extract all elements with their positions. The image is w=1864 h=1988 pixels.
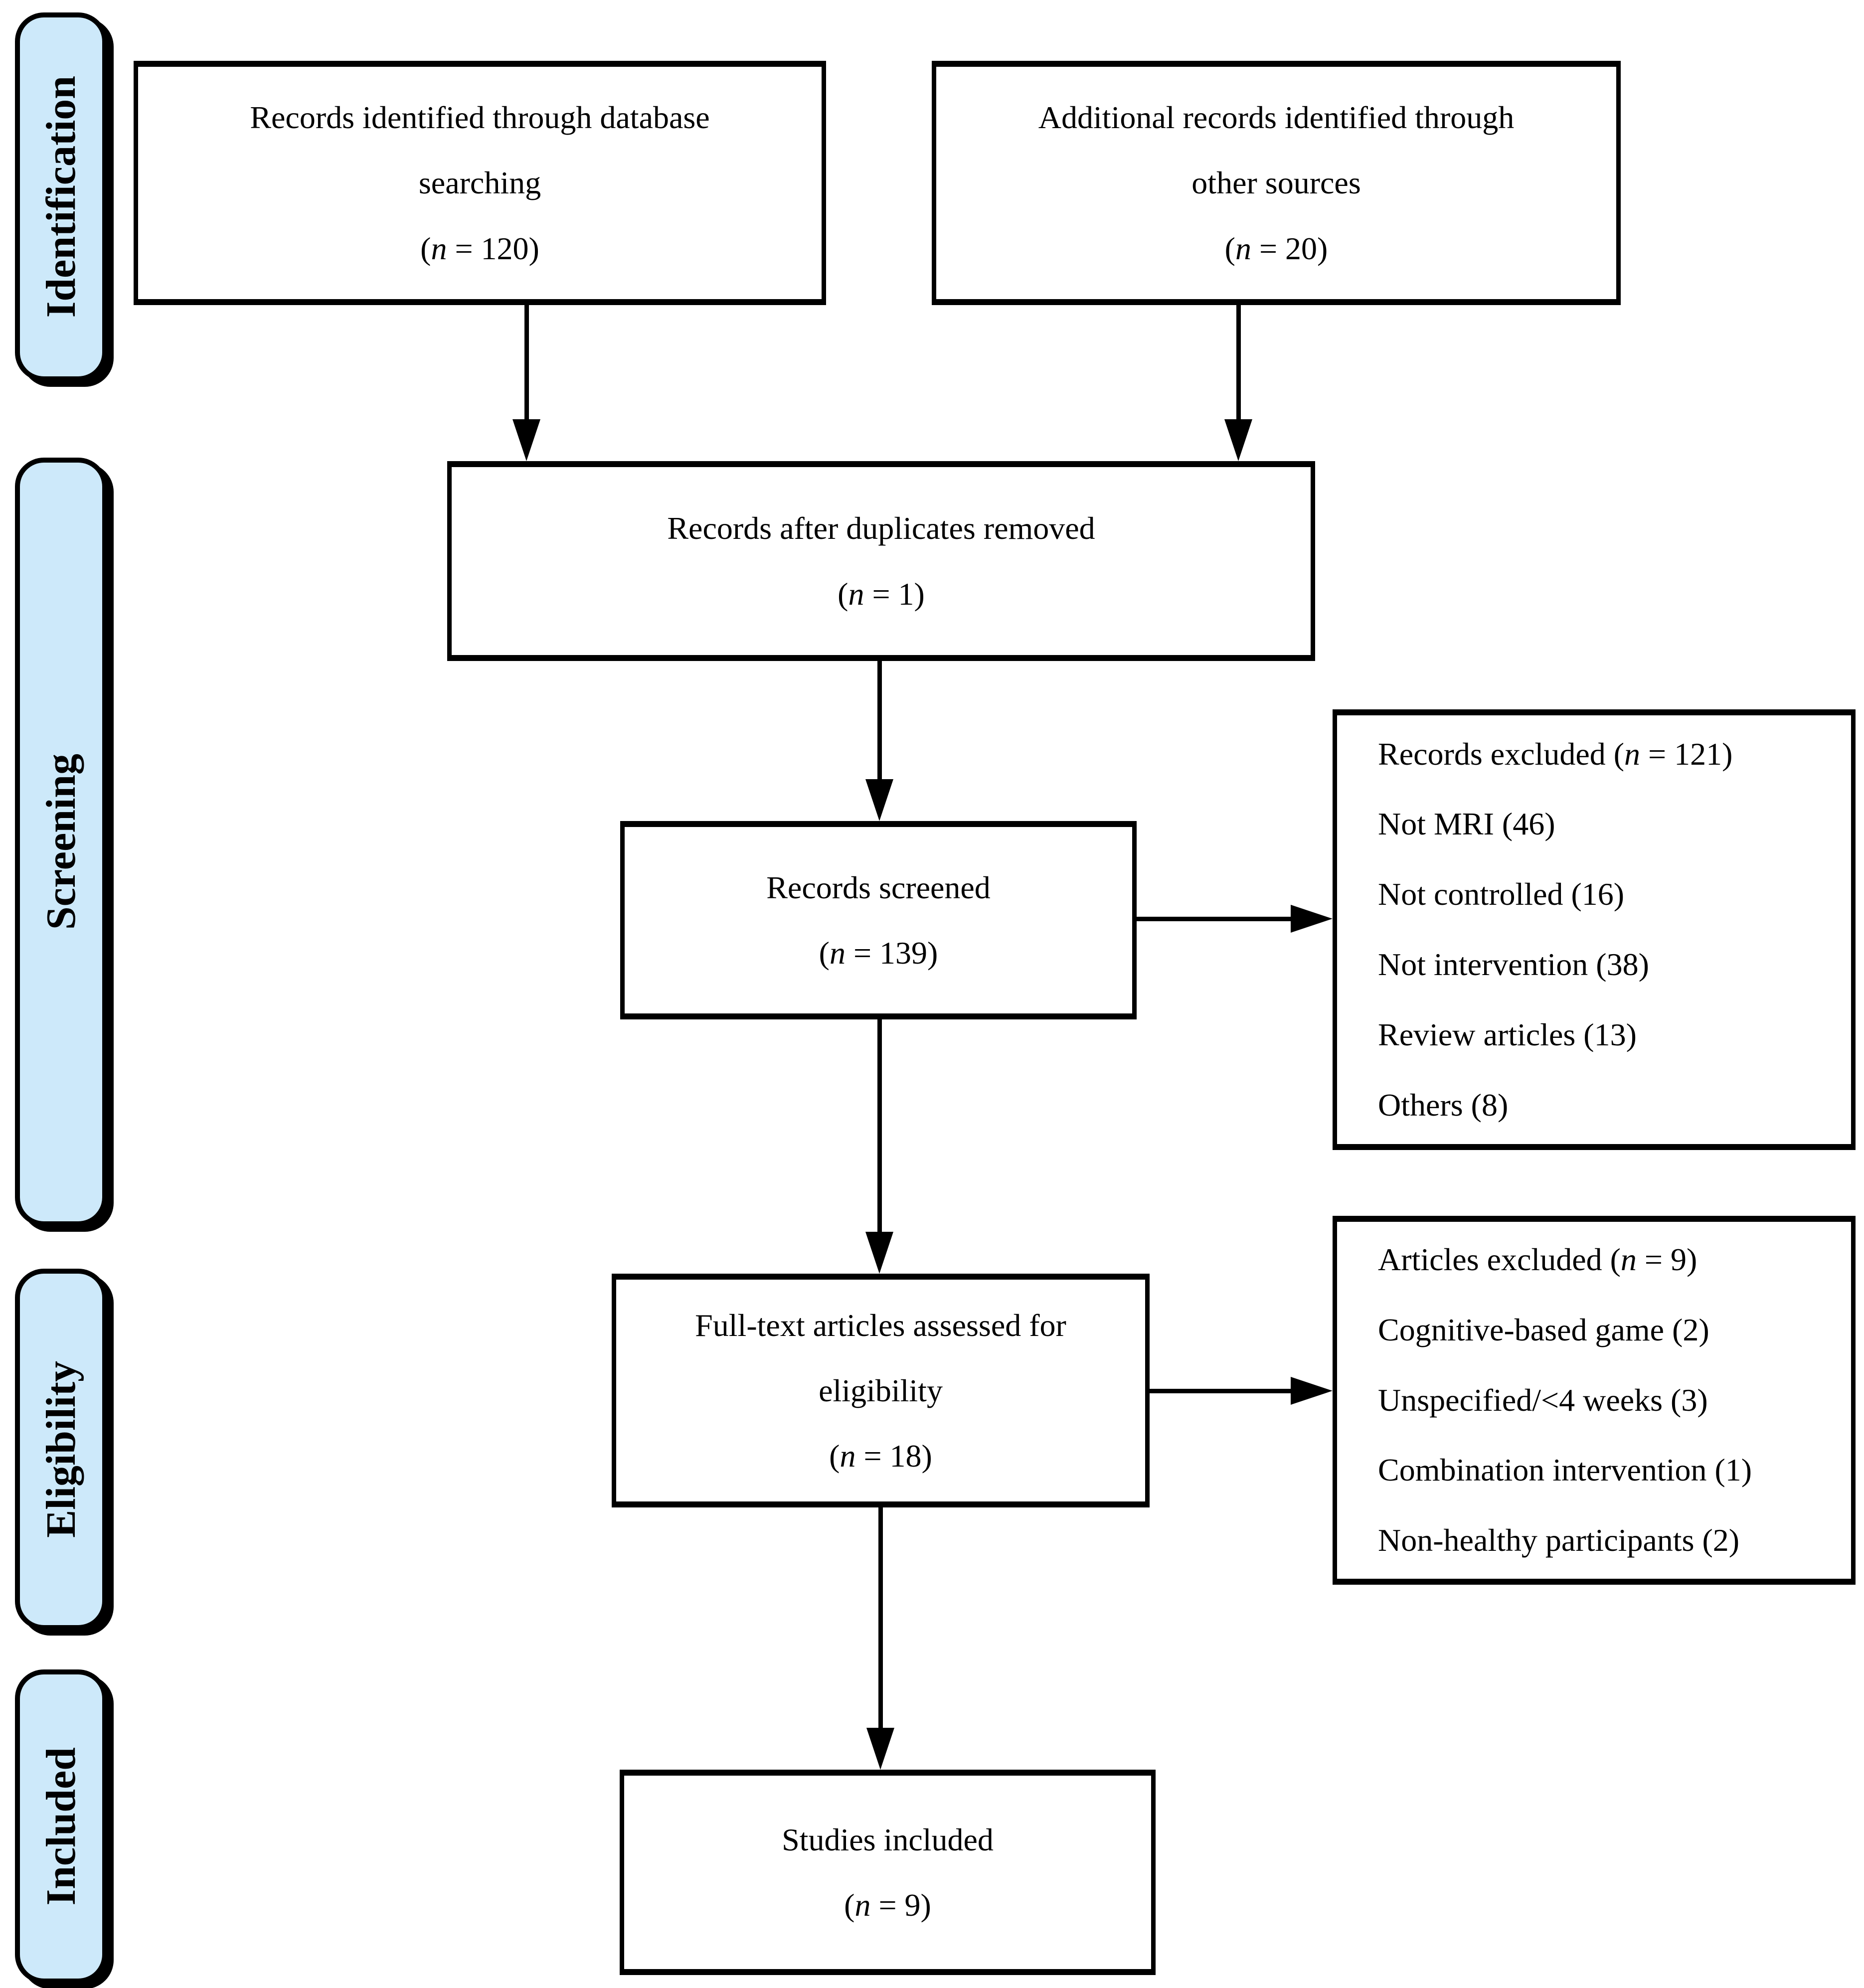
count-variable: n bbox=[431, 230, 447, 266]
count-variable: n bbox=[1624, 736, 1641, 772]
arrowhead-down-icon bbox=[865, 1232, 893, 1274]
box-text-line: Full-text articles assessed for bbox=[695, 1307, 1066, 1343]
box-count: (n = 139) bbox=[819, 920, 938, 986]
box-additional-records: Additional records identified through ot… bbox=[932, 61, 1621, 305]
count-prefix: ( bbox=[420, 230, 431, 266]
box-articles-excluded: Articles excluded (n = 9) Cognitive-base… bbox=[1333, 1216, 1856, 1585]
arrowhead-right-icon bbox=[1291, 1377, 1333, 1405]
excluded-heading: Records excluded (n = 121) bbox=[1378, 719, 1851, 790]
box-count: (n = 9) bbox=[844, 1872, 931, 1938]
arrow-fulltext-to-excluded bbox=[1150, 1389, 1294, 1393]
count-value: = 20) bbox=[1251, 230, 1328, 266]
count-value: = 120) bbox=[447, 230, 539, 266]
excluded-reason: Not controlled (16) bbox=[1378, 876, 1625, 912]
box-text-line: eligibility bbox=[819, 1372, 943, 1408]
arrowhead-down-icon bbox=[512, 419, 540, 461]
stage-label-eligibility: Eligibility bbox=[15, 1269, 107, 1630]
box-text-line: Records screened bbox=[766, 869, 991, 905]
arrow-additional-to-deduped bbox=[1236, 305, 1241, 423]
excluded-reason: Unspecified/<4 weeks (3) bbox=[1378, 1382, 1708, 1418]
box-text-line: other sources bbox=[1191, 165, 1361, 201]
excluded-heading: Articles excluded (n = 9) bbox=[1378, 1225, 1851, 1295]
stage-label-included: Included bbox=[15, 1669, 107, 1984]
count-prefix: ( bbox=[838, 576, 848, 612]
arrowhead-right-icon bbox=[1291, 905, 1333, 933]
excluded-reason: Not intervention (38) bbox=[1378, 947, 1649, 982]
count-prefix: ( bbox=[829, 1438, 840, 1474]
arrow-screened-to-fulltext bbox=[877, 1019, 882, 1234]
arrow-identified-to-deduped bbox=[524, 305, 529, 423]
box-count: (n = 18) bbox=[829, 1423, 932, 1489]
stage-label-text: Included bbox=[38, 1747, 84, 1906]
box-fulltext-assessed: Full-text articles assessed for eligibil… bbox=[612, 1274, 1150, 1507]
excluded-reason: Others (8) bbox=[1378, 1087, 1509, 1123]
count-variable: n bbox=[1620, 1242, 1637, 1277]
box-records-identified: Records identified through database sear… bbox=[134, 61, 826, 305]
stage-label-text: Screening bbox=[38, 754, 84, 930]
arrow-fulltext-to-included bbox=[878, 1507, 883, 1730]
box-records-excluded: Records excluded (n = 121) Not MRI (46) … bbox=[1333, 709, 1856, 1150]
stage-label-text: Eligibility bbox=[38, 1361, 84, 1538]
box-count: (n = 20) bbox=[1225, 216, 1328, 281]
arrow-screened-to-excluded bbox=[1137, 917, 1294, 921]
excluded-head-text: Articles excluded ( bbox=[1378, 1242, 1621, 1277]
box-studies-included: Studies included (n = 9) bbox=[620, 1770, 1156, 1975]
excluded-head-text: Records excluded ( bbox=[1378, 736, 1625, 772]
stage-label-screening: Screening bbox=[15, 458, 107, 1226]
excluded-reason: Cognitive-based game (2) bbox=[1378, 1312, 1709, 1347]
excluded-reason: Review articles (13) bbox=[1378, 1016, 1637, 1052]
count-prefix: ( bbox=[844, 1887, 855, 1923]
count-variable: n bbox=[1235, 230, 1251, 266]
count-variable: n bbox=[840, 1438, 856, 1474]
count-value: = 9) bbox=[1636, 1242, 1697, 1277]
excluded-reason: Combination intervention (1) bbox=[1378, 1452, 1752, 1488]
arrowhead-down-icon bbox=[866, 1728, 894, 1770]
count-variable: n bbox=[829, 935, 846, 971]
box-duplicates-removed: Records after duplicates removed (n = 1) bbox=[447, 461, 1315, 661]
box-count: (n = 120) bbox=[420, 216, 539, 281]
excluded-reason: Non-healthy participants (2) bbox=[1378, 1522, 1740, 1558]
box-count: (n = 1) bbox=[838, 561, 925, 627]
count-prefix: ( bbox=[1224, 230, 1235, 266]
count-value: = 1) bbox=[864, 576, 925, 612]
count-value: = 9) bbox=[870, 1887, 931, 1923]
count-value: = 18) bbox=[855, 1438, 932, 1474]
count-variable: n bbox=[854, 1887, 871, 1923]
box-text-line: searching bbox=[418, 165, 541, 201]
arrowhead-down-icon bbox=[1224, 419, 1252, 461]
count-value: = 121) bbox=[1640, 736, 1733, 772]
stage-label-text: Identification bbox=[38, 76, 84, 318]
stage-label-identification: Identification bbox=[15, 12, 107, 381]
arrowhead-down-icon bbox=[865, 779, 893, 821]
box-records-screened: Records screened (n = 139) bbox=[620, 821, 1137, 1019]
arrow-deduped-to-screened bbox=[877, 661, 882, 781]
count-prefix: ( bbox=[819, 935, 830, 971]
box-text-line: Studies included bbox=[782, 1822, 994, 1857]
box-text-line: Additional records identified through bbox=[1038, 100, 1515, 136]
count-value: = 139) bbox=[845, 935, 938, 971]
box-text-line: Records identified through database bbox=[250, 100, 710, 136]
count-variable: n bbox=[848, 576, 864, 612]
excluded-reason: Not MRI (46) bbox=[1378, 806, 1555, 842]
box-text-line: Records after duplicates removed bbox=[667, 510, 1095, 546]
